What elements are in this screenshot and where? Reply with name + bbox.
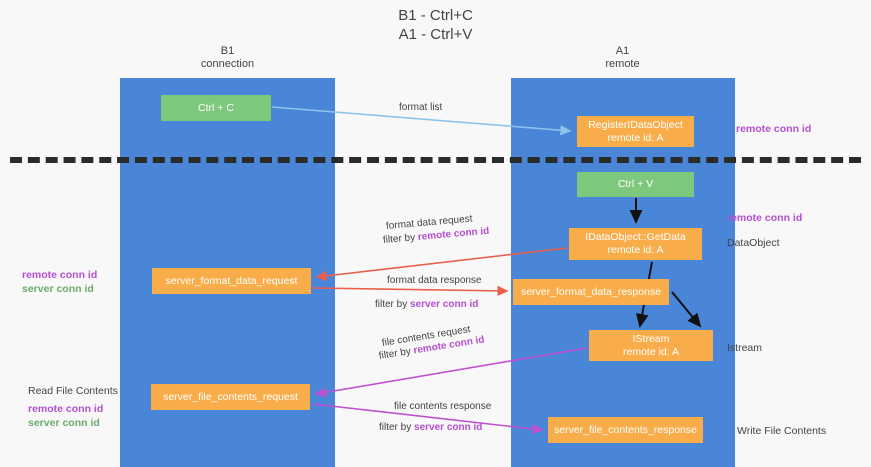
flow-filter-file-contents-response-prefix: filter by [379, 422, 415, 433]
column-header-b1-role: connection [200, 58, 255, 70]
box-istream-line2: remote id: A [622, 345, 680, 358]
box-server-format-data-response-label: server_format_data_response [520, 285, 662, 298]
flow-label-format-list: format list [399, 101, 442, 114]
annotation-read-file-contents: Read File Contents [28, 385, 118, 397]
annotation-remote-conn-id-top: remote conn id [736, 123, 812, 135]
box-ctrl-v[interactable]: Ctrl + V [577, 172, 694, 197]
box-ctrl-v-label: Ctrl + V [617, 178, 654, 190]
box-ctrl-c-label: Ctrl + C [198, 101, 234, 114]
box-idataobject-getdata-line2: remote id: A [607, 244, 664, 256]
column-header-b1-name: B1 [220, 45, 235, 57]
box-register-idataobject[interactable]: RegisterIDataObject remote id: A [577, 116, 694, 147]
annotation-left-remote-conn-id: remote conn id [22, 269, 98, 281]
box-server-file-contents-response-label: server_file_contents_response [553, 423, 697, 436]
box-ctrl-c[interactable]: Ctrl + C [161, 95, 271, 121]
flow-label-file-contents-response: file contents response [394, 400, 491, 413]
flow-filter-format-data-response: filter by server conn id [375, 298, 478, 311]
flow-label-format-list-text: format list [399, 102, 443, 113]
annotation-istream: Istream [727, 342, 763, 354]
box-server-format-data-response[interactable]: server_format_data_response [513, 279, 669, 305]
annotation-left-remote-conn-id-2: remote conn id [28, 403, 104, 415]
box-idataobject-getdata-line1: IDataObject::GetData [585, 231, 686, 243]
box-register-idataobject-line1: RegisterIDataObject [588, 118, 683, 131]
box-server-file-contents-request[interactable]: server_file_contents_request [151, 384, 310, 410]
flow-filter-file-contents-response: filter by server conn id [379, 421, 482, 434]
title-line-2: A1 - Ctrl+V [398, 26, 473, 43]
column-header-b1: B1 connection [150, 45, 305, 71]
box-server-format-data-request[interactable]: server_format_data_request [152, 268, 311, 294]
connector-format-data-response [312, 285, 509, 296]
annotation-left-server-conn-id-2: server conn id [28, 417, 100, 429]
flow-label-format-data-response-text: format data response [387, 275, 482, 286]
annotation-write-file-contents: Write File Contents [737, 425, 827, 437]
box-register-idataobject-line2: remote id: A [607, 131, 664, 144]
annotation-left-server-conn-id: server conn id [22, 283, 94, 295]
diagram-title: B1 - Ctrl+C A1 - Ctrl+V [0, 6, 871, 44]
box-istream[interactable]: IStream remote id: A [589, 330, 713, 361]
column-header-a1-role: remote [605, 58, 640, 70]
box-server-file-contents-request-label: server_file_contents_request [163, 390, 298, 403]
flow-filter-format-data-request-prefix: filter by [382, 231, 419, 246]
flow-filter-format-data-response-prefix: filter by [375, 299, 411, 310]
flow-filter-format-data-response-key: server conn id [410, 299, 479, 310]
title-line-1: B1 - Ctrl+C [398, 7, 473, 24]
box-idataobject-getdata[interactable]: IDataObject::GetData remote id: A [569, 228, 702, 260]
phase-divider [10, 157, 861, 163]
column-header-a1-name: A1 [615, 45, 630, 57]
flow-label-file-contents-response-text: file contents response [394, 401, 492, 412]
column-header-a1: A1 remote [540, 45, 705, 71]
box-server-file-contents-response[interactable]: server_file_contents_response [548, 417, 703, 443]
annotation-dataobject: DataObject [727, 237, 780, 249]
box-server-format-data-request-label: server_format_data_request [165, 274, 298, 287]
annotation-left-conn-ids: remote conn id server conn id [22, 268, 97, 296]
flow-filter-file-contents-response-key: server conn id [414, 422, 483, 433]
flow-label-format-data-response: format data response [387, 274, 482, 287]
annotation-left-conn-ids-2: remote conn id server conn id [28, 402, 103, 430]
box-istream-line1: IStream [632, 332, 670, 345]
annotation-remote-conn-id-mid: remote conn id [727, 212, 803, 224]
